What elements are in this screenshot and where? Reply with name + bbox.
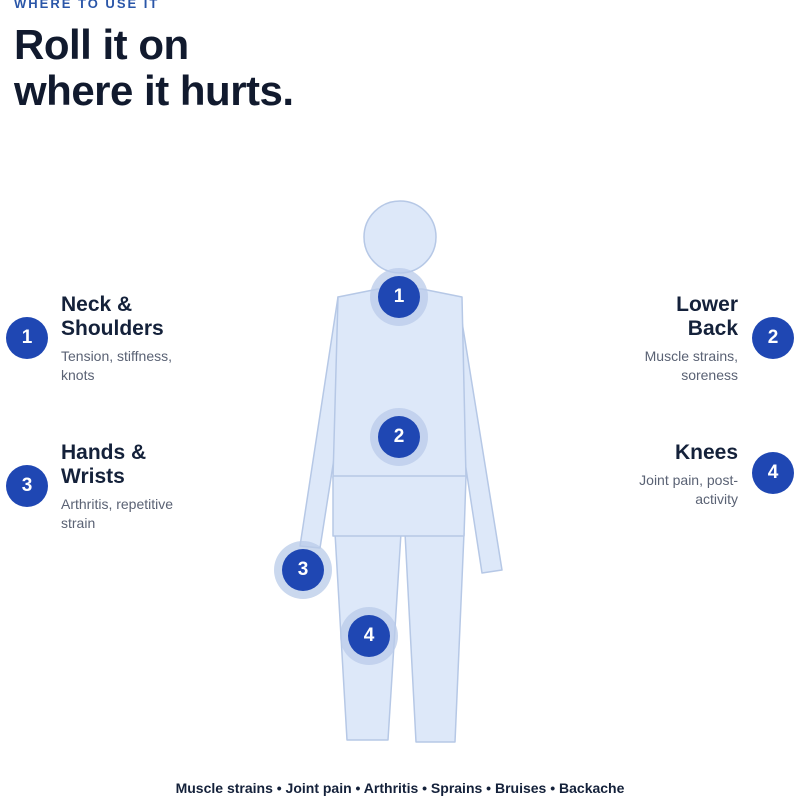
callout-title-line: Knees xyxy=(674,441,738,464)
callout-title: Hands & Wrists xyxy=(61,441,291,489)
figure-hips xyxy=(332,475,467,537)
callout-badge-3: 3 xyxy=(6,465,48,507)
footer-conditions: Muscle strains • Joint pain • Arthritis … xyxy=(175,780,625,796)
callout-title: Neck & Shoulders xyxy=(61,293,291,341)
callout-description: Tension, stiffness, knots xyxy=(61,347,291,385)
callout-knees: Knees Joint pain, post- activity xyxy=(508,441,738,509)
callout-desc-line: Muscle strains, xyxy=(644,348,738,364)
callout-title-line: Back xyxy=(687,317,738,340)
callout-desc-line: activity xyxy=(695,491,738,507)
headline-line-1: Roll it on xyxy=(14,21,189,68)
callout-title-line: Wrists xyxy=(61,465,125,488)
figure-marker-3[interactable]: 3 xyxy=(282,549,324,591)
callout-title-line: Hands & xyxy=(61,441,147,464)
eyebrow-label: WHERE TO USE IT xyxy=(14,0,160,11)
callout-description: Arthritis, repetitive strain xyxy=(61,495,291,533)
callout-title: Knees xyxy=(508,441,738,465)
callout-desc-line: Joint pain, post- xyxy=(639,472,738,488)
callout-description: Muscle strains, soreness xyxy=(508,347,738,385)
callout-desc-line: Arthritis, repetitive xyxy=(61,496,174,512)
callout-desc-line: strain xyxy=(61,515,96,531)
figure-right-leg xyxy=(404,532,465,743)
callout-lower-back: Lower Back Muscle strains, soreness xyxy=(508,293,738,385)
figure-head xyxy=(363,200,437,274)
figure-marker-4[interactable]: 4 xyxy=(348,615,390,657)
callout-title-line: Neck & xyxy=(61,293,133,316)
callout-neck-shoulders: Neck & Shoulders Tension, stiffness, kno… xyxy=(61,293,291,385)
callout-desc-line: knots xyxy=(61,367,95,383)
figure-marker-1[interactable]: 1 xyxy=(378,276,420,318)
page-headline: Roll it on where it hurts. xyxy=(14,22,294,114)
figure-marker-2[interactable]: 2 xyxy=(378,416,420,458)
callout-title-line: Lower xyxy=(676,293,738,316)
callout-desc-line: soreness xyxy=(681,367,738,383)
callout-badge-4: 4 xyxy=(752,452,794,494)
headline-line-2: where it hurts. xyxy=(14,67,294,114)
callout-desc-line: Tension, stiffness, xyxy=(61,348,173,364)
callout-badge-1: 1 xyxy=(6,317,48,359)
callout-title: Lower Back xyxy=(508,293,738,341)
callout-badge-2: 2 xyxy=(752,317,794,359)
callout-description: Joint pain, post- activity xyxy=(508,471,738,509)
callout-hands-wrists: Hands & Wrists Arthritis, repetitive str… xyxy=(61,441,291,533)
callout-title-line: Shoulders xyxy=(61,317,164,340)
